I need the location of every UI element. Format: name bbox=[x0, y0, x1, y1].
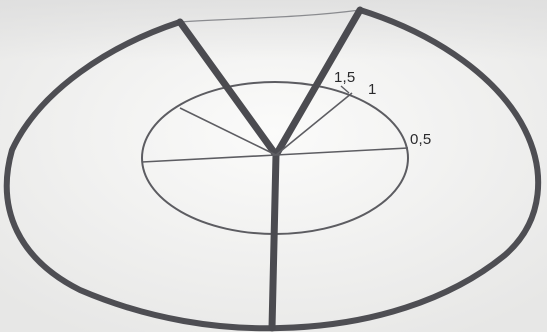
label-one-and-half: 1,5 bbox=[334, 70, 355, 85]
label-one: 1 bbox=[368, 82, 377, 97]
paper-shadow bbox=[0, 0, 547, 60]
label-half: 0,5 bbox=[410, 132, 431, 147]
y-stem bbox=[272, 155, 276, 328]
